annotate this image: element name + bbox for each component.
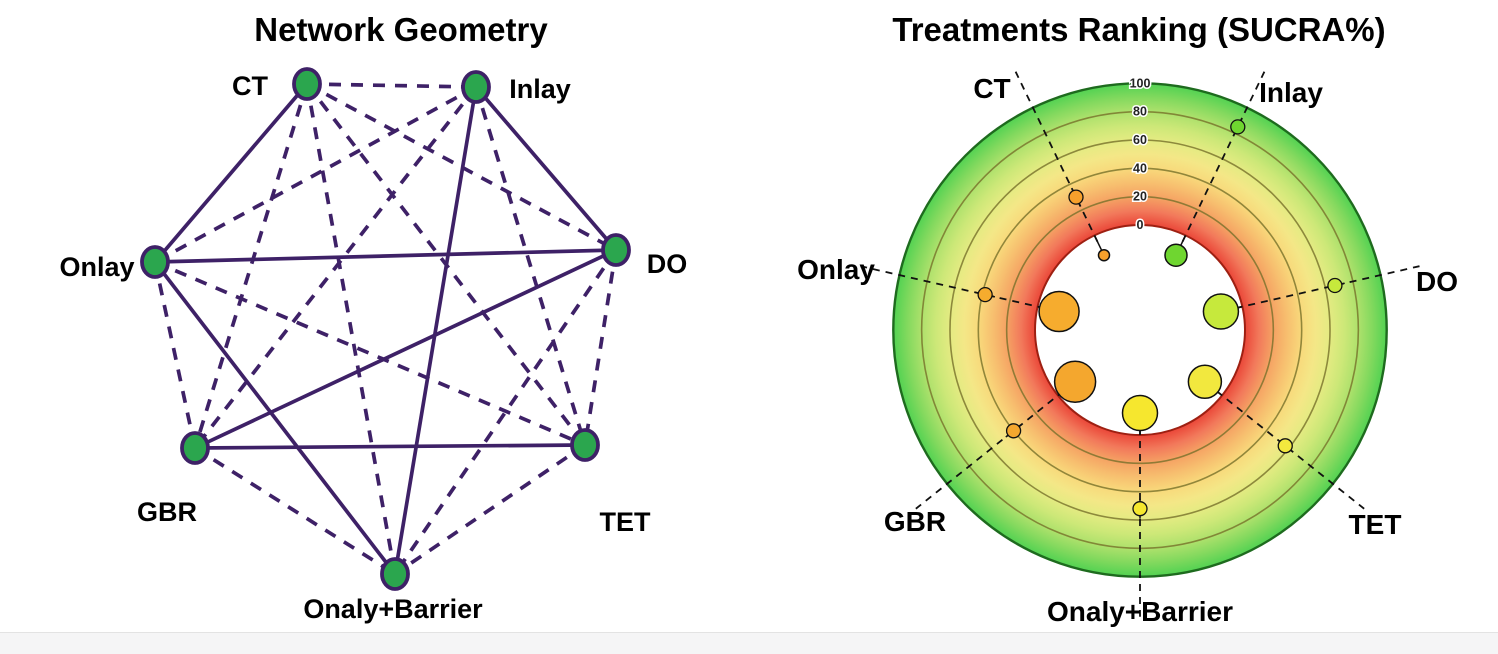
sucra-bubble-DO [1202, 293, 1240, 330]
sucra-value-dot-TET [1277, 438, 1293, 454]
network-edge-Onlay-Onaly+Barrier [153, 260, 397, 576]
network-edge-CT-Onlay [153, 82, 309, 264]
network-edge-Inlay-GBR [193, 85, 478, 450]
network-edge-CT-GBR [193, 83, 309, 449]
network-node-DO [601, 233, 631, 267]
sucra-value-dot-Inlay [1230, 119, 1246, 135]
network-node-label-TET: TET [600, 507, 652, 537]
sucra-tick-label-0: 0 [1137, 218, 1144, 232]
sucra-value-dot-Onlay [977, 286, 993, 303]
network-edge-CT-TET [305, 82, 587, 447]
sucra-treatment-label-GBR: GBR [884, 506, 946, 537]
network-node-label-CT: CT [232, 71, 268, 101]
footer-band [0, 632, 1498, 654]
sucra-tick-label-20: 20 [1133, 190, 1147, 204]
network-node-TET [570, 428, 600, 462]
network-edge-Onlay-GBR [153, 261, 197, 449]
sucra-value-dot-DO [1327, 277, 1343, 294]
sucra-spoke-CT [1014, 71, 1099, 243]
network-edge-Inlay-TET [474, 86, 587, 446]
sucra-treatment-label-DO: DO [1416, 266, 1458, 297]
network-edge-Onlay-DO [154, 248, 617, 264]
network-edge-DO-TET [583, 249, 618, 446]
sucra-ring-40 [977, 167, 1303, 493]
sucra-tick-label-60: 60 [1133, 133, 1147, 147]
sucra-bubble-Onaly+Barrier [1121, 394, 1159, 432]
sucra-value-dot-Onaly+Barrier [1132, 501, 1148, 517]
sucra-treatment-label-Onaly+Barrier: Onaly+Barrier [1047, 596, 1233, 627]
network-node-label-Onaly+Barrier: Onaly+Barrier [303, 594, 483, 624]
sucra-bubble-Onlay [1038, 290, 1080, 333]
sucra-bubble-Inlay [1164, 243, 1188, 267]
sucra-value-dot-GBR [1005, 423, 1022, 439]
sucra-tick-label-80: 80 [1133, 105, 1147, 119]
network-node-label-Inlay: Inlay [509, 74, 571, 104]
network-node-label-GBR: GBR [137, 497, 197, 527]
network-edge-Inlay-DO [474, 85, 618, 252]
sucra-ring-20 [1005, 195, 1275, 465]
network-node-CT [292, 67, 322, 101]
sucra-treatment-label-Onlay: Onlay [797, 254, 875, 285]
sucra-spoke-Inlay [1181, 71, 1266, 243]
network-chart-title: Network Geometry [254, 11, 548, 48]
network-node-Inlay [461, 70, 491, 104]
network-nodes-layer [140, 67, 631, 591]
network-node-GBR [180, 431, 210, 465]
network-edge-Onlay-TET [154, 260, 586, 447]
sucra-bubble-GBR [1053, 360, 1097, 403]
network-node-Onlay [140, 245, 170, 279]
network-edge-Inlay-Onlay [154, 85, 477, 264]
network-edge-Inlay-Onaly+Barrier [393, 86, 478, 575]
sucra-bubble-TET [1187, 364, 1223, 399]
network-edge-CT-Onaly+Barrier [305, 83, 397, 575]
network-edge-GBR-Onaly+Barrier [194, 446, 396, 576]
network-node-label-Onlay: Onlay [59, 252, 134, 282]
sucra-treatment-label-CT: CT [973, 73, 1010, 104]
sucra-tick-label-100: 100 [1130, 76, 1151, 90]
sucra-ranking-chart: Treatments Ranking (SUCRA%) CT InlayOnlay… [797, 11, 1458, 627]
network-edge-GBR-TET [194, 443, 586, 450]
sucra-treatment-label-Inlay: Inlay [1259, 77, 1323, 108]
network-node-Onaly+Barrier [380, 557, 410, 591]
network-node-label-DO: DO [647, 249, 688, 279]
network-edge-CT-DO [306, 82, 617, 252]
sucra-spoke-GBR [915, 390, 1064, 510]
sucra-value-dot-CT [1068, 189, 1084, 205]
network-edge-GBR-DO [194, 248, 617, 450]
sucra-treatment-label-TET: TET [1349, 509, 1402, 540]
sucra-bubble-CT [1097, 248, 1111, 262]
network-edge-TET-Onaly+Barrier [393, 443, 587, 576]
network-edges-layer [153, 82, 618, 576]
sucra-spoke-Onlay [860, 265, 1045, 310]
sucra-marks-layer [975, 117, 1345, 519]
sucra-chart-title: Treatments Ranking (SUCRA%) [892, 11, 1385, 48]
network-edge-CT-Inlay [306, 82, 477, 89]
sucra-tick-label-40: 40 [1133, 161, 1147, 175]
